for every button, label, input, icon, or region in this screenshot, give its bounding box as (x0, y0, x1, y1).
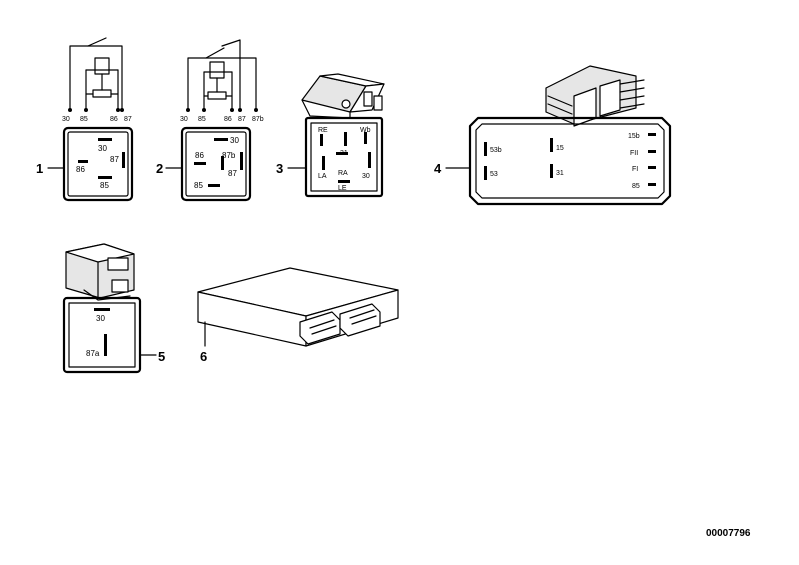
part-3-face: RE Wb 31 LA RA 30 LE (304, 116, 384, 198)
part-5-housing (65, 243, 135, 301)
schematic-pin-label: 87b (252, 116, 264, 123)
part-4-module: 53b 15 15b FII FI 53 31 85 4 (434, 65, 672, 206)
pin-dot (230, 108, 234, 112)
face-pin-label: LE (338, 185, 347, 192)
part-2-face: 30 86 87b 87 85 (180, 126, 252, 202)
part-1-face: 30 86 87 85 (62, 126, 134, 202)
face-pin-label: 31 (340, 150, 348, 157)
pin-dot (84, 108, 88, 112)
face-pin-label: 86 (195, 151, 204, 160)
schematic-pin-label: 87 (238, 116, 246, 123)
face-pin-label: 85 (100, 181, 109, 190)
face-pin-label: 30 (96, 314, 105, 323)
face-pin-label: FII (630, 150, 638, 157)
face-pin-label: 15b (628, 133, 640, 140)
pin-dot (120, 108, 124, 112)
part-3-relay: RE Wb 31 LA RA 30 LE 3 (276, 73, 385, 198)
face-pin-label: 87 (228, 169, 237, 178)
part-5-relay: 30 87a 5 (62, 243, 165, 374)
callout-1: 1 (36, 161, 43, 176)
pin-dot (116, 108, 120, 112)
face-pin-label: 53b (490, 147, 502, 154)
face-pin-label: 30 (230, 136, 239, 145)
diagram-code: 00007796 (706, 528, 751, 539)
face-pin-label: 87 (110, 155, 119, 164)
callout-4: 4 (434, 161, 442, 176)
face-pin-label: 53 (490, 171, 498, 178)
schematic-pin-label: 86 (224, 116, 232, 123)
face-pin-label: 31 (556, 170, 564, 177)
part-1-schematic: 30 85 86 87 (62, 37, 132, 123)
pin-dot (254, 108, 258, 112)
face-pin-label: 85 (632, 183, 640, 190)
callout-5: 5 (158, 349, 165, 364)
face-pin-label: 86 (76, 165, 85, 174)
face-pin-label: 87b (222, 151, 236, 160)
schematic-pin-label: 30 (180, 116, 188, 123)
callout-2: 2 (156, 161, 163, 176)
part-1-relay: 30 85 86 87 30 86 87 85 1 (36, 37, 134, 202)
pin-dot (202, 108, 206, 112)
part-2-schematic: 30 85 86 87 87b (180, 39, 264, 123)
pin-dot (186, 108, 190, 112)
pin-dot (68, 108, 72, 112)
face-pin-label: 87a (86, 349, 100, 358)
schematic-pin-label: 86 (110, 116, 118, 123)
part-4-face: 53b 15 15b FII FI 53 31 85 (468, 116, 672, 206)
face-pin-label: FI (632, 166, 638, 173)
face-pin-label: 15 (556, 145, 564, 152)
schematic-pin-label: 30 (62, 116, 70, 123)
face-pin-label: RE (318, 127, 328, 134)
part-2-relay: 30 85 86 87 87b 30 86 87b 87 85 2 (156, 39, 264, 202)
callout-3: 3 (276, 161, 283, 176)
pin-dot (238, 108, 242, 112)
part-6-control-unit: 6 (197, 267, 399, 364)
schematic-pin-label: 87 (124, 116, 132, 123)
schematic-pin-label: 85 (198, 116, 206, 123)
face-pin-label: Wb (360, 127, 371, 134)
face-pin-label: 30 (98, 144, 107, 153)
face-pin-label: LA (318, 173, 327, 180)
face-pin-label: RA (338, 170, 348, 177)
callout-6: 6 (200, 349, 207, 364)
face-pin-label: 30 (362, 173, 370, 180)
face-pin-label: 85 (194, 181, 203, 190)
part-5-face: 30 87a (62, 296, 142, 374)
schematic-pin-label: 85 (80, 116, 88, 123)
part-3-housing (301, 73, 385, 119)
